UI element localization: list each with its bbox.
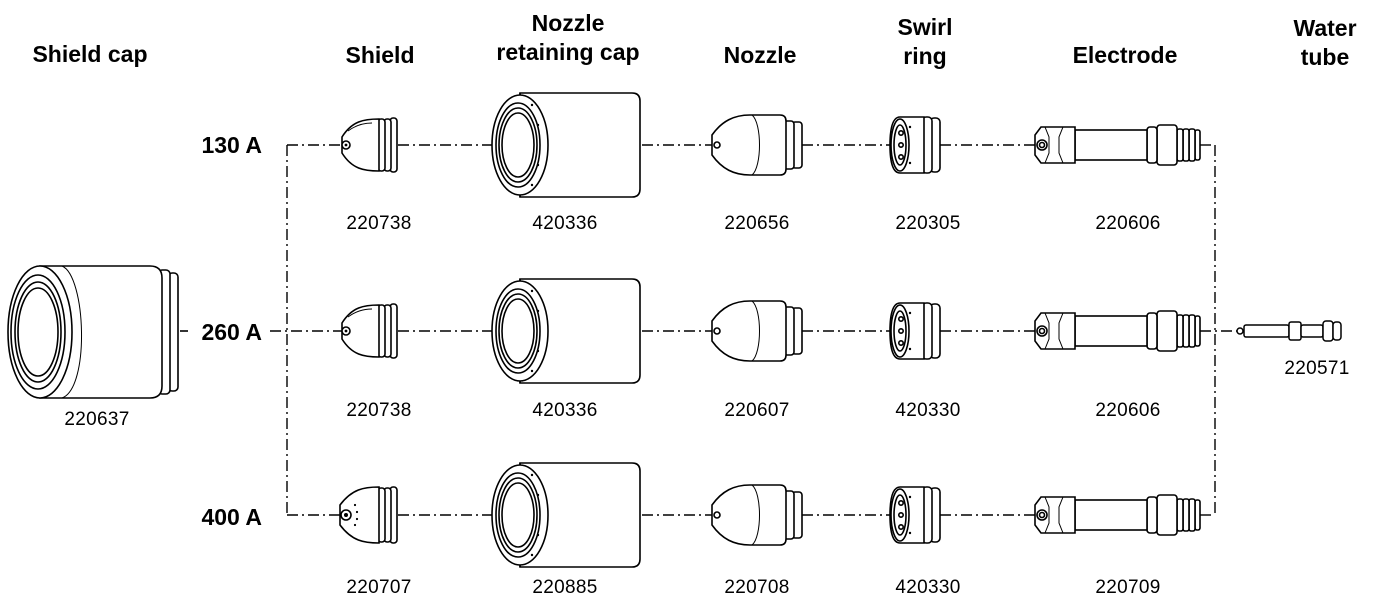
part-number-retaining-cap-row-3: 220885 bbox=[532, 577, 598, 598]
part-number-swirl-ring-row-2: 420330 bbox=[895, 400, 961, 421]
shield-cap-part bbox=[7, 265, 179, 399]
nozzle-retaining-cap-part-row-3 bbox=[491, 462, 641, 568]
nozzle-part-row-2 bbox=[711, 300, 803, 362]
header-shield: Shield bbox=[345, 42, 415, 68]
header-nozzle: Nozzle bbox=[723, 42, 797, 68]
part-number-swirl-ring-row-3: 420330 bbox=[895, 577, 961, 598]
part-number-swirl-ring-row-1: 220305 bbox=[895, 213, 961, 234]
shield-part-row-2 bbox=[341, 303, 398, 359]
header-swirl-ring: Swirl ring bbox=[897, 14, 953, 69]
nozzle-part-row-3 bbox=[711, 484, 803, 546]
amps-label-row-2: 260 A bbox=[201, 319, 262, 345]
shield-part-row-3 bbox=[339, 486, 398, 544]
connector-lines bbox=[270, 144, 1237, 516]
part-number-nozzle-row-3: 220708 bbox=[724, 577, 790, 598]
part-number-water-tube: 220571 bbox=[1284, 358, 1350, 379]
part-number-nozzle-row-2: 220607 bbox=[724, 400, 790, 421]
amps-label-row-3: 400 A bbox=[201, 504, 262, 530]
part-number-electrode-row-1: 220606 bbox=[1095, 213, 1161, 234]
part-number-shield-row-1: 220738 bbox=[346, 213, 412, 234]
part-number-shield-row-3: 220707 bbox=[346, 577, 412, 598]
part-number-shield-row-2: 220738 bbox=[346, 400, 412, 421]
part-number-electrode-row-3: 220709 bbox=[1095, 577, 1161, 598]
swirl-ring-part-row-2 bbox=[889, 302, 941, 360]
part-number-retaining-cap-row-2: 420336 bbox=[532, 400, 598, 421]
nozzle-part-row-1 bbox=[711, 114, 803, 176]
water-tube-part bbox=[1236, 320, 1342, 342]
header-shield-cap: Shield cap bbox=[32, 41, 148, 67]
part-number-retaining-cap-row-1: 420336 bbox=[532, 213, 598, 234]
part-number-shield-cap: 220637 bbox=[64, 409, 130, 430]
header-water-tube: Water tube bbox=[1293, 15, 1357, 70]
electrode-part-row-3 bbox=[1034, 494, 1201, 536]
swirl-ring-part-row-3 bbox=[889, 486, 941, 544]
amps-label-row-1: 130 A bbox=[201, 132, 262, 158]
electrode-part-row-1 bbox=[1034, 124, 1201, 166]
shield-part-row-1 bbox=[341, 117, 398, 173]
header-nozzle-retaining-cap: Nozzle retaining cap bbox=[496, 10, 640, 65]
header-electrode: Electrode bbox=[1072, 42, 1178, 68]
electrode-part-row-2 bbox=[1034, 310, 1201, 352]
nozzle-retaining-cap-part-row-2 bbox=[491, 278, 641, 384]
nozzle-retaining-cap-part-row-1 bbox=[491, 92, 641, 198]
part-number-nozzle-row-1: 220656 bbox=[724, 213, 790, 234]
part-number-electrode-row-2: 220606 bbox=[1095, 400, 1161, 421]
swirl-ring-part-row-1 bbox=[889, 116, 941, 174]
